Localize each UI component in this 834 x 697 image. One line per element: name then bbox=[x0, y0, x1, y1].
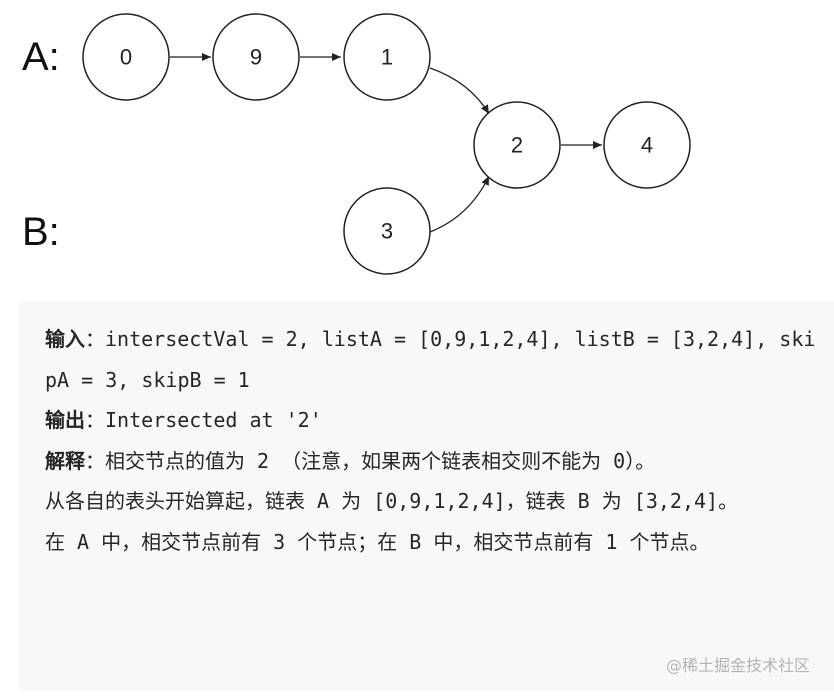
node-value: 9 bbox=[250, 45, 262, 70]
node-value: 4 bbox=[641, 133, 653, 158]
node-value: 3 bbox=[381, 219, 393, 244]
edge-a2-to-shared1 bbox=[429, 67, 490, 115]
explain-line: 解释：相交节点的值为 2 （注意，如果两个链表相交则不能为 0）。 bbox=[45, 441, 820, 482]
watermark: @稀土掘金技术社区 bbox=[665, 656, 810, 675]
node-value: 0 bbox=[120, 45, 132, 70]
input-line: 输入：intersectVal = 2, listA = [0,9,1,2,4]… bbox=[45, 319, 820, 400]
list-node: 3 bbox=[343, 187, 431, 275]
explain-label: 解释 bbox=[45, 448, 85, 473]
explain-detail-lists: 从各自的表头开始算起，链表 A 为 [0,9,1,2,4]，链表 B 为 [3,… bbox=[45, 489, 739, 514]
linked-list-intersection-diagram: A: B: 0 9 1 2 4 3 bbox=[22, 13, 691, 275]
output-value: ：Intersected at '2' bbox=[85, 408, 322, 433]
node-value: 2 bbox=[511, 133, 523, 158]
list-node: 4 bbox=[603, 101, 691, 189]
intersection-node: 2 bbox=[473, 101, 561, 189]
input-label: 输入 bbox=[45, 327, 85, 351]
list-node: 9 bbox=[212, 13, 300, 101]
list-node: 0 bbox=[82, 13, 170, 101]
example-box: 输入：intersectVal = 2, listA = [0,9,1,2,4]… bbox=[19, 301, 834, 691]
output-line: 输出：Intersected at '2' bbox=[45, 400, 820, 441]
list-a-label: A: bbox=[22, 35, 60, 79]
node-value: 1 bbox=[381, 45, 393, 70]
list-b-label: B: bbox=[22, 210, 60, 254]
explain-value: ：相交节点的值为 2 （注意，如果两个链表相交则不能为 0）。 bbox=[85, 448, 656, 473]
input-value: ：intersectVal = 2, listA = [0,9,1,2,4], … bbox=[45, 327, 816, 392]
edge-b0-to-shared1 bbox=[429, 175, 490, 233]
output-label: 输出 bbox=[45, 408, 85, 433]
list-node: 1 bbox=[343, 13, 431, 101]
explain-detail-skip: 在 A 中，相交节点前有 3 个节点；在 B 中，相交节点前有 1 个节点。 bbox=[45, 529, 710, 554]
